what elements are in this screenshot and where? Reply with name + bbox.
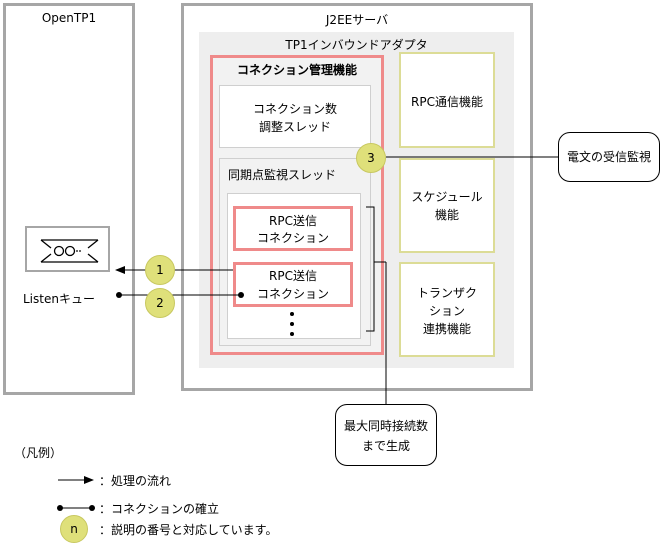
- rpc-communication-function: [399, 52, 495, 148]
- opentp1-title: OpenTP1: [41, 11, 97, 25]
- listen-queue-label: Listenキュー: [23, 292, 95, 306]
- receive-monitor-text: 電文の受信監視: [566, 150, 651, 164]
- schedule-function: [399, 158, 495, 253]
- max-connection-line2: まで生成: [361, 439, 410, 453]
- marker-3: 3: [356, 143, 386, 173]
- transaction-line1: トランザク: [416, 286, 477, 300]
- receive-monitor-callout: 電文の受信監視: [558, 132, 660, 182]
- max-connection-line1: 最大同時接続数: [343, 419, 428, 433]
- rpc-send-connection-2: [233, 262, 353, 307]
- rpc-send-connection-2-line2: コネクション: [256, 287, 329, 301]
- transaction-line2: ション: [428, 304, 465, 318]
- legend-marker: n: [60, 515, 88, 543]
- connection-count-line2: 調整スレッド: [258, 120, 331, 134]
- transaction-line3: 連携機能: [422, 322, 471, 336]
- rpc-send-connection-1: [233, 206, 353, 251]
- rpc-send-connection-1-line1: RPC送信: [269, 214, 317, 228]
- legend-connect-text: ：コネクションの確立: [99, 502, 220, 516]
- adapter-title: TP1インバウンドアダプタ: [285, 38, 428, 52]
- marker-1: 1: [145, 255, 175, 285]
- j2ee-server-title: J2EEサーバ: [325, 13, 389, 27]
- listen-queue-icon: [25, 226, 110, 272]
- connection-count-thread: [219, 85, 371, 148]
- rpc-communication-label: RPC通信機能: [411, 95, 483, 109]
- rpc-send-connection-1-line2: コネクション: [256, 231, 329, 245]
- schedule-line2: 機能: [434, 208, 459, 222]
- sync-monitor-title: 同期点監視スレッド: [228, 168, 337, 182]
- legend-title: （凡例）: [14, 446, 63, 460]
- schedule-line1: スケジュール: [411, 190, 483, 204]
- transaction-function: [399, 262, 495, 357]
- marker-2: 2: [145, 288, 175, 318]
- opentp1-frame: [3, 3, 135, 395]
- max-connection-bracket: [366, 206, 375, 332]
- legend-flow-text: ：処理の流れ: [99, 474, 172, 488]
- vertical-ellipsis: [289, 312, 295, 338]
- max-connection-callout: 最大同時接続数 まで生成: [335, 404, 437, 466]
- connection-management-title: コネクション管理機能: [236, 63, 357, 77]
- rpc-send-connection-2-line1: RPC送信: [269, 269, 317, 283]
- legend-marker-text: ：説明の番号と対応しています。: [99, 523, 278, 537]
- connection-count-line1: コネクション数: [252, 102, 337, 116]
